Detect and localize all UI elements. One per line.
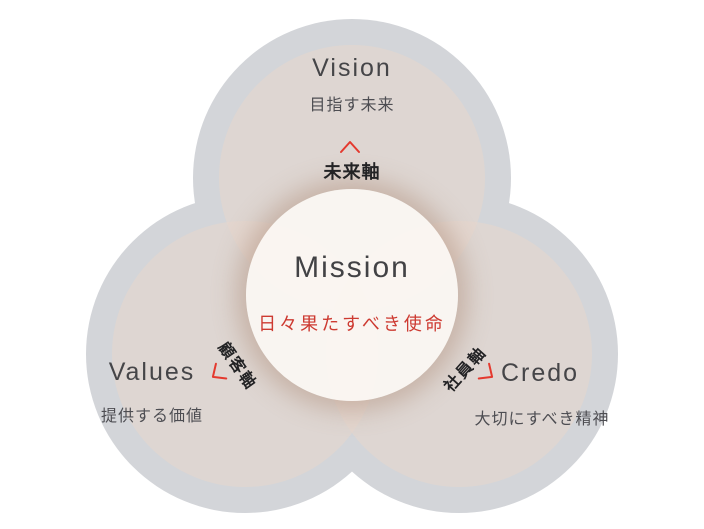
values-subtitle: 提供する価値 bbox=[100, 408, 204, 425]
credo-subtitle: 大切にすべき精神 bbox=[474, 411, 610, 428]
mission-subtitle: 日々果たすべき使命 bbox=[258, 314, 446, 334]
mission-title: Mission bbox=[294, 251, 410, 284]
vision-subtitle: 目指す未来 bbox=[309, 97, 395, 114]
employee-axis-caret-icon bbox=[476, 361, 500, 387]
mission-circle bbox=[246, 189, 458, 401]
future-axis-label: 未来軸 bbox=[323, 162, 381, 182]
values-title: Values bbox=[108, 358, 196, 386]
future-axis-caret-icon bbox=[339, 140, 361, 154]
vision-title: Vision bbox=[312, 54, 392, 82]
credo-title: Credo bbox=[500, 359, 580, 387]
customer-axis-caret-icon bbox=[205, 361, 229, 387]
